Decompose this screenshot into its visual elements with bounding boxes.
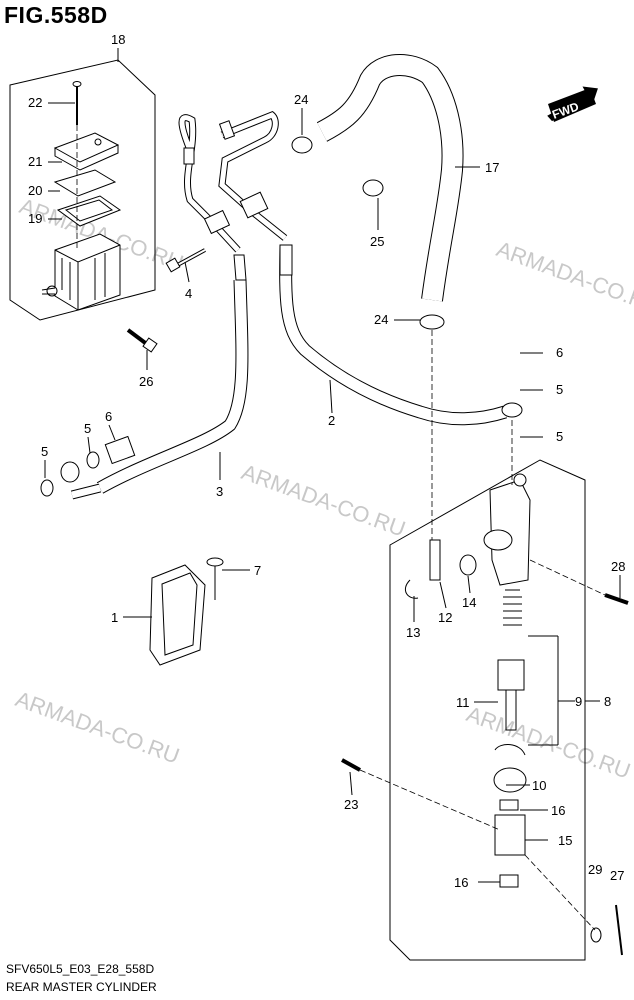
screw-7 (206, 557, 224, 600)
callout-8: 8 (604, 694, 611, 709)
leaders (44, 48, 621, 883)
fittings-left (40, 435, 136, 497)
callout-16: 16 (454, 875, 468, 890)
callout-29: 29 (588, 862, 602, 877)
callout-labels: 18 22 21 20 19 4 26 24 25 17 24 6 5 5 2 … (28, 32, 625, 890)
small-hardware (341, 593, 629, 956)
cover-1 (149, 564, 206, 666)
callout-23: 23 (344, 797, 358, 812)
guide-lines (76, 125, 606, 931)
bolt-4 (165, 248, 206, 273)
figure-title: FIG.558D (4, 2, 108, 28)
watermark: ARMADA-CO.RU (12, 686, 183, 768)
callout-18: 18 (111, 32, 125, 47)
pipe-upper (178, 110, 288, 253)
clamps (291, 136, 445, 330)
callout-6: 6 (105, 409, 112, 424)
reservoir-group (9, 59, 156, 321)
callout-4: 4 (185, 286, 192, 301)
callout-16: 16 (551, 803, 565, 818)
hose-17 (316, 54, 464, 302)
callout-2: 2 (328, 413, 335, 428)
callout-5: 5 (41, 444, 48, 459)
callout-20: 20 (28, 183, 42, 198)
callout-11: 11 (456, 695, 470, 710)
callout-12: 12 (438, 610, 452, 625)
callout-1: 1 (111, 610, 118, 625)
hose-2 (279, 244, 523, 426)
callout-5: 5 (556, 382, 563, 397)
bolt-26 (126, 328, 158, 353)
callout-24: 24 (294, 92, 308, 107)
callout-7: 7 (254, 563, 261, 578)
watermark: ARMADA-CO.RU (238, 459, 409, 541)
callout-10: 10 (532, 778, 546, 793)
callout-9: 9 (575, 694, 582, 709)
callout-5: 5 (84, 421, 91, 436)
callout-28: 28 (611, 559, 625, 574)
forward-arrow-icon: FWD (547, 86, 598, 122)
callout-26: 26 (139, 374, 153, 389)
callout-17: 17 (485, 160, 499, 175)
callout-15: 15 (558, 833, 572, 848)
callout-27: 27 (610, 868, 624, 883)
watermark: ARMADA-CO.RU (493, 236, 634, 318)
callout-6: 6 (556, 345, 563, 360)
callout-13: 13 (406, 625, 420, 640)
callout-25: 25 (370, 234, 384, 249)
hose-3 (70, 254, 249, 500)
callout-5: 5 (556, 429, 563, 444)
master-cylinder-group (389, 459, 586, 961)
figure-code: SFV650L5_E03_E28_558D (6, 962, 155, 976)
figure-name: REAR MASTER CYLINDER (6, 980, 157, 994)
callout-24: 24 (374, 312, 388, 327)
callout-22: 22 (28, 95, 42, 110)
callout-14: 14 (462, 595, 476, 610)
callout-3: 3 (216, 484, 223, 499)
callout-21: 21 (28, 154, 42, 169)
watermark: ARMADA-CO.RU (463, 701, 634, 783)
callout-19: 19 (28, 211, 42, 226)
